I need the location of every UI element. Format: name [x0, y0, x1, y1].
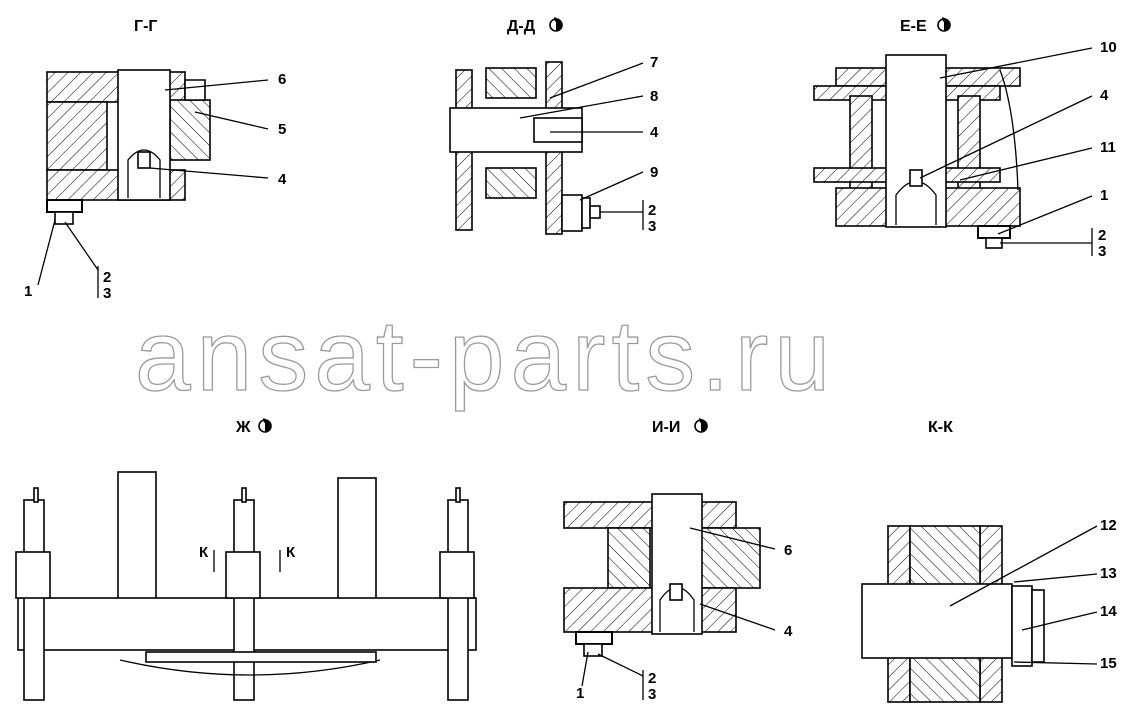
section-mark-label: К: [199, 544, 209, 561]
callout-label: 15: [1100, 655, 1117, 672]
callout-label: 13: [1100, 565, 1117, 582]
callout-label: 1: [1100, 187, 1108, 204]
view-rotation-icon: [549, 16, 563, 32]
view-rotation-icon: [258, 417, 272, 433]
callout-label: 4: [278, 171, 287, 188]
view-zh: Ж К К: [15, 417, 477, 701]
view-rotation-icon: [937, 16, 951, 32]
section-mark-label: К: [286, 544, 296, 561]
callout-label: 8: [650, 88, 658, 105]
ref-label: 2: [648, 670, 656, 687]
ref-label: 2: [103, 269, 111, 286]
ref-label: 3: [648, 686, 656, 703]
callout-label: 6: [278, 71, 286, 88]
callout-label: 9: [650, 164, 658, 181]
view-i-i: И-И 6 4 1 2 3: [563, 417, 793, 703]
callout-label: 5: [278, 121, 286, 138]
ref-label: 2: [648, 202, 656, 219]
view-caption: Г-Г: [134, 18, 157, 35]
view-d-d: Д-Д 7 8 4 9 2 3: [449, 16, 659, 235]
callout-label: 12: [1100, 517, 1117, 534]
callout-label: 11: [1100, 139, 1116, 156]
ref-label: 2: [1098, 227, 1106, 244]
view-caption: К-К: [928, 419, 953, 436]
view-caption: Е-Е: [900, 18, 927, 35]
ref-label: 3: [648, 218, 656, 235]
ref-label: 3: [103, 285, 111, 302]
callout-label: 4: [650, 124, 659, 141]
view-g-g: Г-Г 6 5 4 1 2 3: [24, 18, 287, 302]
callout-label: 10: [1100, 39, 1117, 56]
ref-label: 3: [1098, 243, 1106, 260]
callout-label: 4: [1100, 87, 1109, 104]
callout-label: 6: [784, 542, 792, 559]
view-e-e: Е-Е 10 4 11 1 2 3: [813, 16, 1117, 260]
view-k-k: К-К 12 13 14 15: [861, 419, 1117, 703]
callout-label: 7: [650, 54, 658, 71]
watermark-text: ansat-parts.ru: [135, 300, 836, 412]
view-caption: Д-Д: [507, 18, 536, 35]
callout-label: 4: [784, 623, 793, 640]
view-rotation-icon: [694, 417, 708, 433]
view-caption: Ж: [235, 419, 251, 436]
callout-label: 1: [576, 685, 584, 702]
callout-label: 14: [1100, 603, 1117, 620]
callout-label: 1: [24, 283, 32, 300]
view-caption: И-И: [652, 419, 680, 436]
